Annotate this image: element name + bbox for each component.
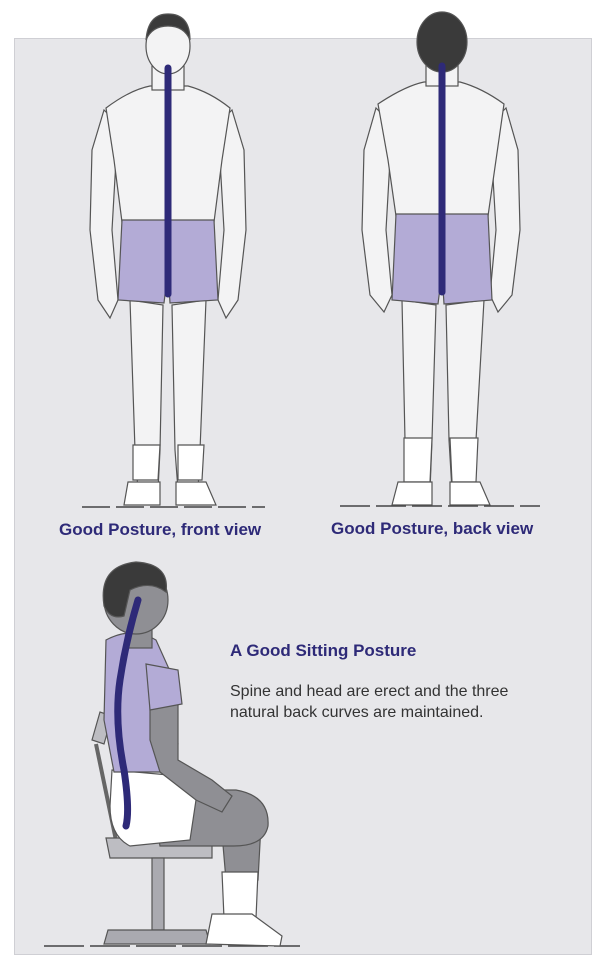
chair-base: [104, 930, 210, 944]
sitting-posture-title: A Good Sitting Posture: [230, 641, 416, 661]
sitting-figure: [44, 562, 300, 946]
front-left-shoe: [124, 482, 160, 505]
front-left-sock: [133, 445, 160, 480]
chair-pedestal: [152, 858, 164, 930]
front-view-figure: [82, 14, 265, 507]
sitting-sock: [222, 872, 258, 918]
front-view-caption: Good Posture, front view: [59, 520, 261, 540]
sitting-shoe: [206, 914, 282, 946]
sitting-sleeve: [146, 664, 182, 710]
back-right-sock: [450, 438, 478, 482]
back-right-shoe: [450, 482, 490, 505]
back-left-sock: [404, 438, 432, 482]
back-left-shoe: [392, 482, 432, 505]
back-view-caption: Good Posture, back view: [331, 519, 533, 539]
sitting-posture-description: Spine and head are erect and the three n…: [230, 681, 560, 723]
front-right-shoe: [176, 482, 216, 505]
front-right-sock: [178, 445, 204, 480]
